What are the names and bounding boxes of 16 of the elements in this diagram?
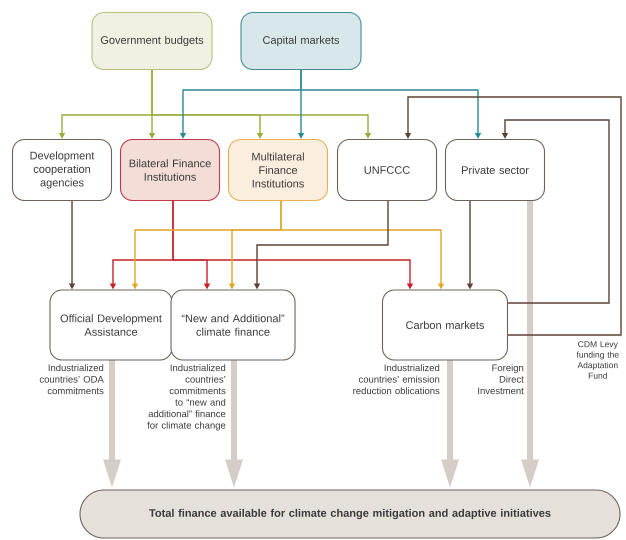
edge-label: Foreign Direct Investment bbox=[478, 364, 524, 394]
edge-label: Industrialized countries’ emission reduction oblications bbox=[353, 364, 440, 394]
finance-box: “New and Additional” climate finance bbox=[170, 289, 296, 361]
source-box: Government budgets bbox=[91, 12, 213, 70]
institution-box: UNFCCC bbox=[336, 138, 438, 202]
finance-box: Carbon markets bbox=[382, 289, 508, 361]
institution-box: Bilateral Finance Institutions bbox=[120, 138, 220, 202]
institution-box: Development cooperation agencies bbox=[12, 138, 112, 202]
source-box: Capital markets bbox=[240, 12, 362, 70]
finance-box: Official Development Assistance bbox=[49, 289, 173, 361]
edge-label: Industrialized countries’ commitments to “new and additional” finance for climate change bbox=[147, 364, 226, 431]
total-box: Total finance available for climate change mitigation and adaptive initiatives bbox=[79, 489, 621, 539]
edge-label: CDM Levy funding the Adaptation Fund bbox=[576, 341, 619, 379]
institution-box: Private sector bbox=[444, 138, 546, 202]
edge-label: Industrialized countries’ ODA commitments bbox=[40, 364, 104, 394]
institution-box: Multilateral Finance Institutions bbox=[228, 138, 328, 202]
